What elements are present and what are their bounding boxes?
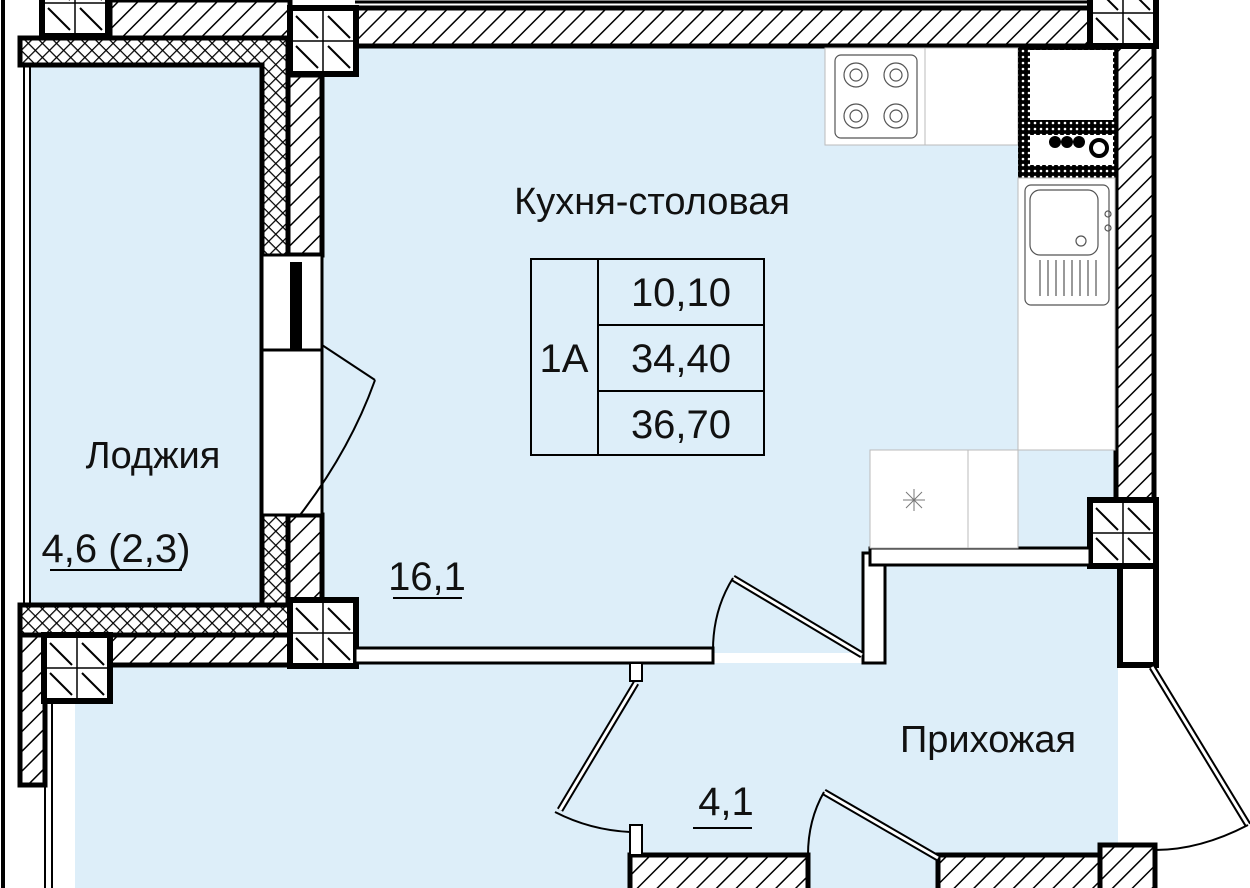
loggia-floor — [30, 65, 262, 607]
column — [42, 0, 108, 36]
sink-icon — [1024, 184, 1112, 306]
apartment-type: 1А — [540, 337, 589, 381]
column — [290, 8, 356, 74]
balcony-door — [260, 253, 376, 517]
loggia-name: Лоджия — [86, 435, 221, 477]
total-area: 34,40 — [631, 337, 731, 381]
living-area: 10,10 — [631, 271, 731, 315]
hallway-floor — [885, 565, 1118, 865]
kitchen-area: 16,1 — [388, 555, 466, 599]
exterior-walls — [17, 0, 1159, 888]
column — [44, 635, 110, 701]
hallway-name: Прихожая — [900, 719, 1076, 761]
apartment-info-table: 1А 10,10 34,40 36,70 — [530, 258, 765, 456]
column — [1090, 500, 1156, 566]
loggia-area: 4,6 (2,3) — [42, 527, 191, 571]
kitchen-counter — [824, 47, 1116, 549]
hallway-area: 4,1 — [698, 780, 754, 824]
kitchen-name: Кухня-столовая — [514, 181, 790, 223]
total-area-with-loggia: 36,70 — [631, 403, 731, 447]
column — [290, 600, 356, 666]
stove-icon — [834, 54, 918, 139]
boiler-icon — [1049, 136, 1109, 158]
column — [1090, 0, 1156, 46]
interior-partitions — [353, 546, 1250, 862]
fridge-icon — [903, 489, 925, 511]
